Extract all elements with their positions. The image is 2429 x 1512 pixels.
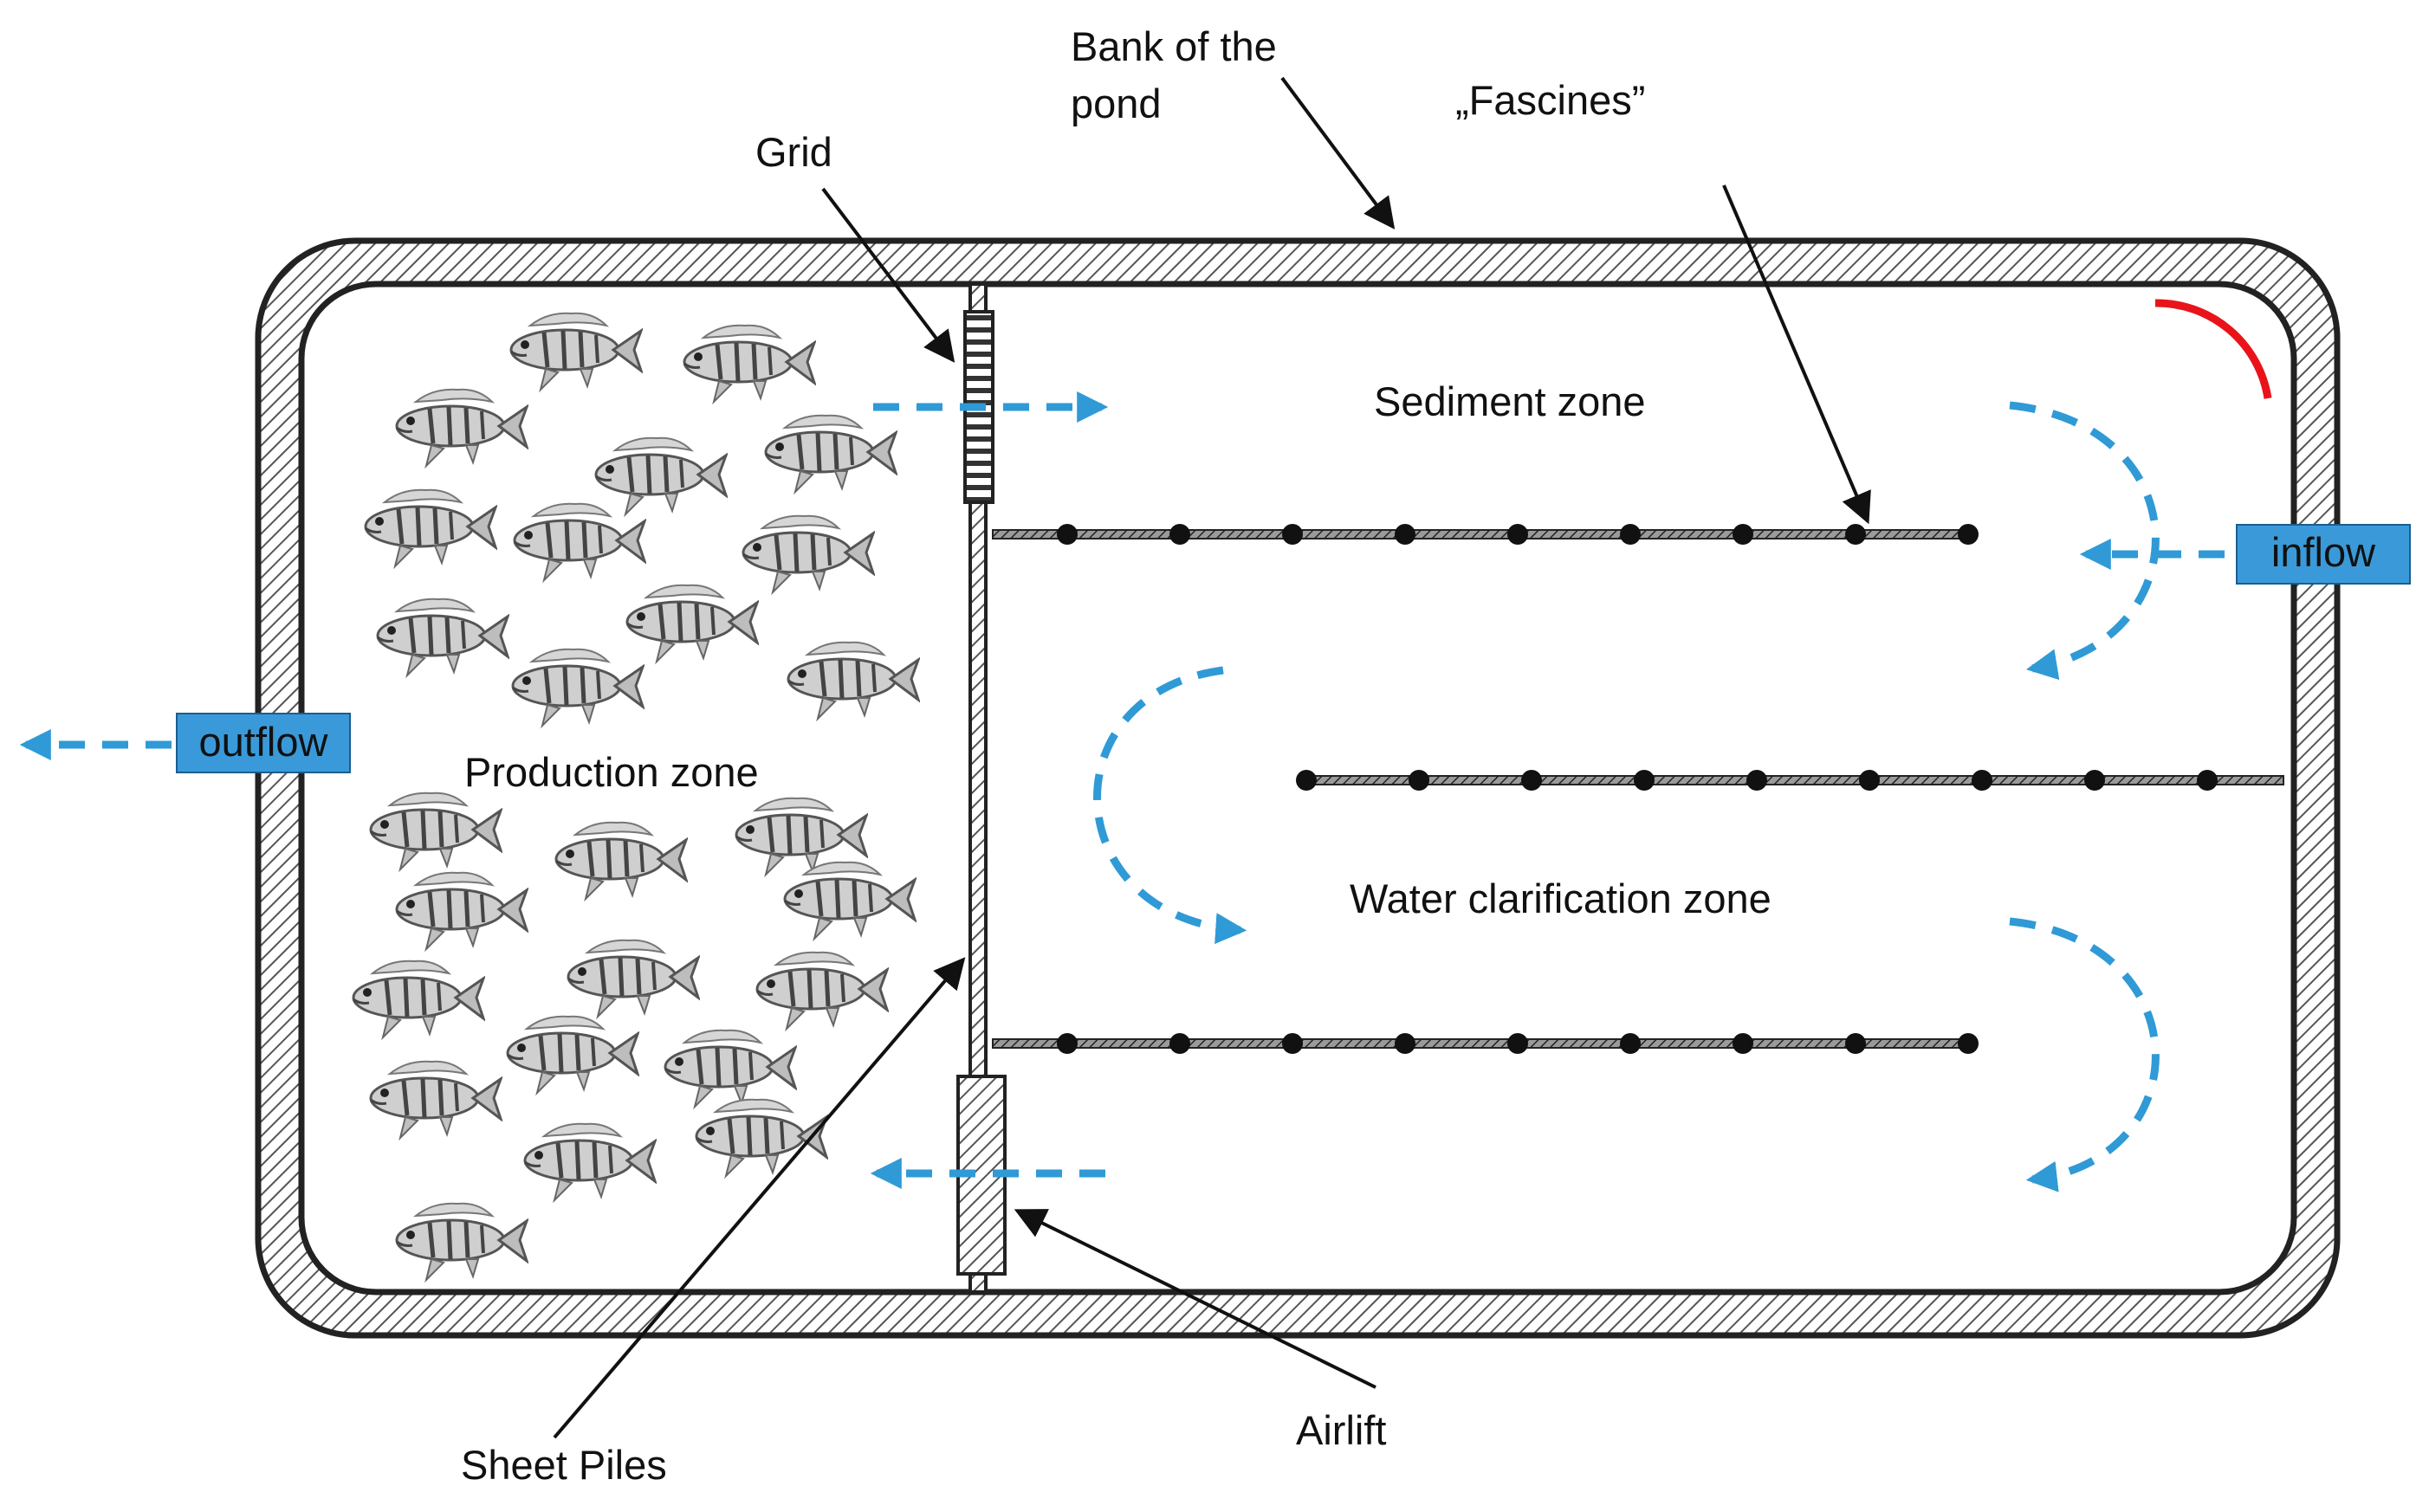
fish-icon (371, 1062, 501, 1138)
arrow-airlift (1014, 1209, 1376, 1389)
fascine-middle-dot (1972, 770, 1992, 791)
fish-icon (696, 1100, 826, 1176)
fascine-upper-dot (1620, 524, 1641, 545)
flow-arrow-curve-top-right (2009, 401, 2160, 681)
flow-arrow-curve-bottom-right (2009, 917, 2160, 1192)
fish-icon (378, 599, 508, 675)
arrow-fascines (1722, 184, 1871, 525)
fish-group (353, 313, 918, 1280)
fascine-upper-dot (1282, 524, 1303, 545)
fascine-upper-dot (1845, 524, 1866, 545)
fish-icon (556, 823, 686, 899)
fascine-lower-dot (1845, 1033, 1866, 1054)
fascine-lower-dot (1507, 1033, 1528, 1054)
fish-icon (513, 649, 643, 726)
fish-icon (766, 416, 896, 492)
bank-label-line2: pond (1071, 81, 1162, 126)
fish-icon (397, 873, 527, 949)
flow-arrow-curve-middle-left (1093, 666, 1247, 945)
fascine-middle-dot (1859, 770, 1880, 791)
fascine-middle-dot (2084, 770, 2105, 791)
fish-icon (397, 390, 527, 466)
fish-icon (788, 643, 918, 719)
fish-icon (568, 940, 698, 1017)
fish-icon (371, 793, 501, 869)
fish-icon (366, 490, 496, 566)
bank-label-line1: Bank of the (1071, 23, 1277, 69)
fascine-upper-dot (1958, 524, 1979, 545)
fish-icon (353, 961, 483, 1037)
fish-icon (525, 1124, 655, 1200)
outflow-label: outflow (199, 719, 329, 765)
annotation-arrows (553, 76, 1871, 1439)
fascine-lower-dot (1282, 1033, 1303, 1054)
fish-icon (785, 863, 915, 939)
arrow-grid (821, 187, 955, 363)
fascine-lower-dot (1958, 1033, 1979, 1054)
fascine-middle-dot (1409, 770, 1429, 791)
sheet-piles-label: Sheet Piles (461, 1442, 667, 1488)
pond-bank (255, 237, 2341, 1339)
fascine-upper-dot (1507, 524, 1528, 545)
fascine-upper-dot (1395, 524, 1415, 545)
fish-icon (397, 1204, 527, 1280)
fascine-middle-dot (1634, 770, 1655, 791)
fascine-lower-dot (1733, 1033, 1753, 1054)
inflow-label: inflow (2271, 529, 2376, 575)
fascine-lower-dot (1395, 1033, 1415, 1054)
fascine-upper-dot (1169, 524, 1190, 545)
arrow-bank (1280, 76, 1396, 229)
fascine-lower-dot (1057, 1033, 1078, 1054)
fascine-upper-dot (1057, 524, 1078, 545)
fish-icon (627, 585, 757, 662)
fish-icon (508, 1017, 638, 1093)
inflow-box: inflow (2236, 524, 2411, 585)
fascine-middle-dot (1296, 770, 1317, 791)
arrow-sheet-piles (553, 957, 966, 1439)
water-clarification-zone-label: Water clarification zone (1350, 876, 1772, 921)
fish-icon (757, 953, 887, 1029)
fascine-middle-dot (1521, 770, 1542, 791)
fish-icon (596, 438, 726, 514)
fascine-middle-dot (2197, 770, 2218, 791)
fascine-rope-middle (1305, 775, 2284, 785)
sediment-zone-label: Sediment zone (1374, 378, 1646, 424)
fascines-label: „Fascines” (1455, 77, 1645, 123)
fish-icon (684, 326, 814, 402)
grid-label: Grid (755, 129, 832, 175)
fascine-rope-upper (992, 529, 1969, 540)
fascine-lower-dot (1169, 1033, 1190, 1054)
outflow-box: outflow (176, 713, 351, 773)
fascine-middle-dot (1746, 770, 1767, 791)
flow-arrows (19, 391, 2225, 1192)
inflow-corner-accent (2154, 299, 2272, 399)
airlift-label: Airlift (1296, 1407, 1386, 1453)
fish-icon (743, 516, 873, 592)
fascine-rope-lower (992, 1038, 1969, 1049)
fish-icon (665, 1031, 795, 1107)
production-zone-label: Production zone (464, 749, 759, 795)
fish-icon (511, 313, 641, 390)
fascines-group (992, 524, 2284, 1054)
fascine-lower-dot (1620, 1033, 1641, 1054)
fascine-upper-dot (1733, 524, 1753, 545)
sheet-piles-wall (968, 282, 988, 1294)
